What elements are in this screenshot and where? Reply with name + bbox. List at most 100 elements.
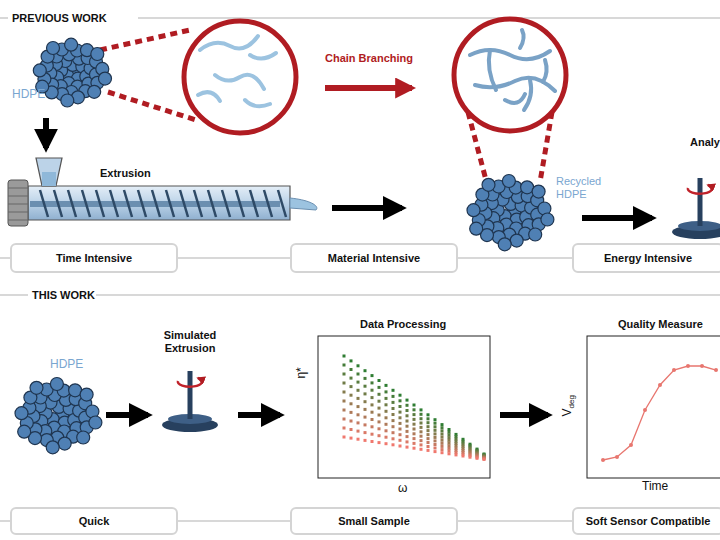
data-point [615, 455, 619, 459]
data-point [427, 441, 430, 444]
data-point [392, 389, 395, 392]
data-point [399, 416, 402, 419]
pellet [470, 222, 483, 235]
data-point [385, 397, 388, 400]
data-point [385, 390, 388, 393]
data-point [392, 431, 395, 434]
data-point [427, 429, 430, 432]
data-point [392, 425, 395, 428]
data-point [364, 392, 367, 395]
data-point [413, 437, 416, 440]
label: Extrusion [100, 167, 151, 180]
pellet [15, 407, 28, 420]
data-point [392, 413, 395, 416]
data-point [427, 433, 430, 436]
pellet [77, 431, 90, 444]
data-point [343, 364, 346, 367]
screw-flight [278, 190, 286, 217]
data-point [427, 413, 430, 416]
data-point [392, 407, 395, 410]
feature-box: Small Sample [290, 507, 458, 535]
pellet [50, 378, 63, 391]
label: THIS WORK [32, 289, 95, 302]
data-point [364, 377, 367, 380]
data-point [448, 447, 451, 450]
screw-flight [152, 190, 160, 217]
data-point [420, 430, 423, 433]
data-point [350, 394, 353, 397]
data-point [413, 447, 416, 450]
pellet [510, 234, 523, 247]
data-point [350, 359, 353, 362]
data-point [434, 422, 437, 425]
data-point [385, 403, 388, 406]
data-point [434, 443, 437, 446]
data-point [413, 413, 416, 416]
data-point [658, 383, 662, 387]
data-point [385, 416, 388, 419]
data-point [441, 439, 444, 442]
pellet [65, 38, 78, 51]
pellet [18, 425, 31, 438]
data-point [378, 379, 381, 382]
data-point [357, 413, 360, 416]
data-point [392, 437, 395, 440]
screw-flight [124, 190, 132, 217]
data-point [434, 450, 437, 453]
data-point [434, 429, 437, 432]
screw-flight [236, 190, 244, 217]
data-point [420, 413, 423, 416]
screw-flight [180, 190, 188, 217]
data-point [420, 435, 423, 438]
feature-box: Quick [10, 507, 178, 535]
data-point [399, 433, 402, 436]
data-point [448, 450, 451, 453]
data-point [371, 440, 374, 443]
data-point [350, 428, 353, 431]
data-point [385, 410, 388, 413]
data-point [434, 439, 437, 442]
data-point [399, 445, 402, 448]
data-point [441, 433, 444, 436]
data-point [378, 407, 381, 410]
screw-flight [138, 190, 146, 217]
data-point [476, 456, 479, 459]
data-point [343, 391, 346, 394]
data-point [427, 425, 430, 428]
feature-box: Material Intensive [290, 243, 458, 273]
data-point [420, 408, 423, 411]
pellet [482, 178, 495, 191]
pellet [47, 42, 60, 55]
box-text: Time Intensive [56, 252, 132, 264]
data-point [643, 408, 647, 412]
pellet [91, 48, 104, 61]
data-point [601, 458, 605, 462]
data-point [700, 364, 704, 368]
feature-box: Energy Intensive [572, 243, 720, 273]
data-point [364, 369, 367, 372]
data-point [406, 425, 409, 428]
data-point [441, 429, 444, 432]
data-point [357, 405, 360, 408]
data-point [434, 447, 437, 450]
box-text: Energy Intensive [604, 252, 692, 264]
data-point [476, 457, 479, 460]
data-point [357, 397, 360, 400]
data-point [434, 432, 437, 435]
pellet [61, 94, 74, 107]
data-point [448, 452, 451, 455]
data-point [343, 436, 346, 439]
data-point [420, 426, 423, 429]
data-point [406, 440, 409, 443]
screw-flight [110, 190, 118, 217]
data-point [629, 443, 633, 447]
screw-flight [166, 190, 174, 217]
data-point [406, 430, 409, 433]
data-point [399, 428, 402, 431]
data-point [371, 374, 374, 377]
data-point [441, 436, 444, 439]
data-point [448, 433, 451, 436]
data-point [406, 404, 409, 407]
rheometer-shaft [188, 371, 193, 419]
data-point [371, 425, 374, 428]
